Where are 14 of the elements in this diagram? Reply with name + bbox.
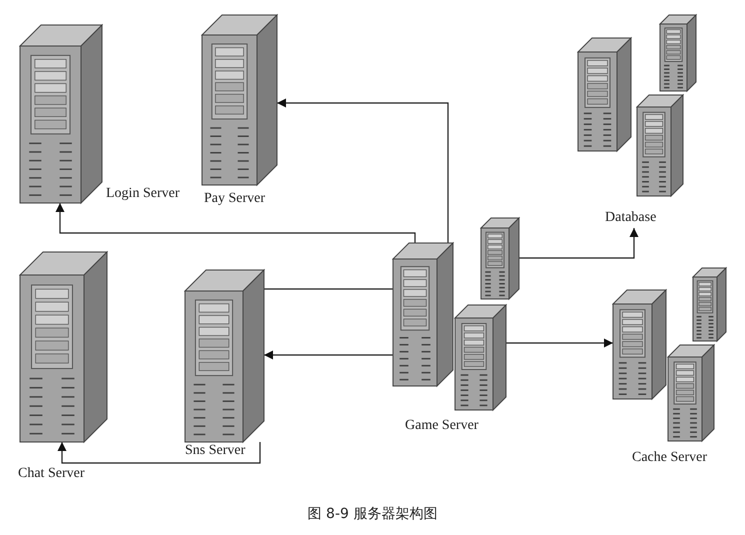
- connector-arrow: [58, 442, 261, 464]
- connector-arrow: [506, 338, 613, 348]
- server-label: Login Server: [106, 186, 180, 202]
- server-label: Sns Server: [185, 443, 246, 459]
- connector-arrow: [264, 350, 393, 360]
- figure-caption: 图 8-9 服务器架构图: [308, 505, 438, 523]
- connector-arrow: [277, 98, 449, 243]
- server-label: Cache Server: [632, 450, 708, 466]
- server-label: Game Server: [405, 418, 478, 434]
- connector-arrow: [56, 203, 416, 243]
- server-label: Pay Server: [204, 191, 266, 207]
- server-label: Chat Server: [18, 466, 84, 482]
- server-label: Database: [605, 210, 656, 226]
- connector-arrow: [519, 228, 638, 259]
